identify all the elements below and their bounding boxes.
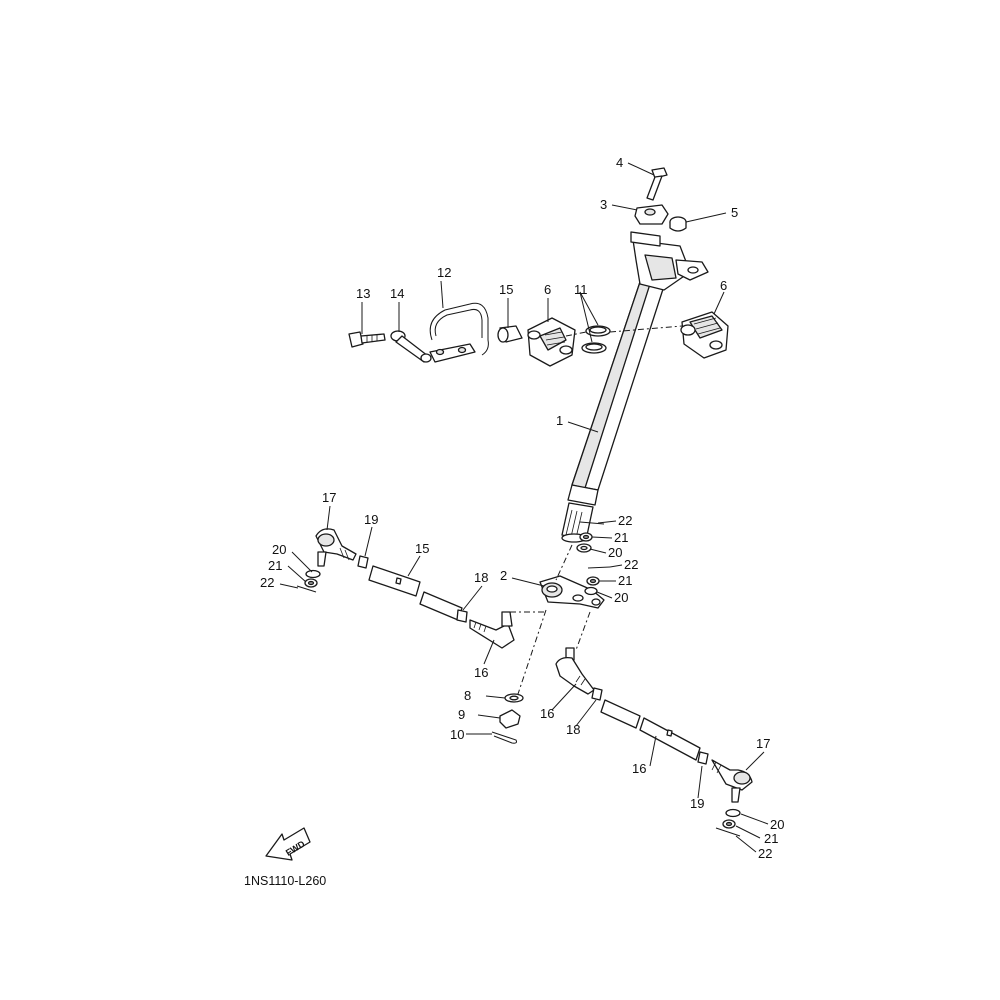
callout-8: 12: [437, 265, 451, 280]
nut-13: [499, 709, 521, 729]
nut-21-right: [722, 819, 736, 829]
leader-lines: [279, 162, 769, 853]
nut-21-mid: [586, 576, 600, 586]
callout-labels: 4 3 5 12 6 11 6 13 14 15 1 22 21 20 22 2…: [260, 155, 784, 861]
callout-17-left: 17: [322, 490, 336, 505]
callout-20-upper: 20: [608, 545, 622, 560]
callout-2: 2: [500, 568, 507, 583]
washer-20-right: [725, 808, 741, 818]
callout-7: 11: [574, 282, 588, 297]
callout-18-left: 18: [474, 570, 488, 585]
callout-21-mid: 21: [618, 573, 632, 588]
bolt-9: [348, 331, 386, 348]
callout-19-left: 19: [364, 512, 378, 527]
fwd-arrow-icon: FWD: [265, 827, 311, 861]
callout-1: 1: [556, 413, 563, 428]
pin-22-left: [296, 585, 317, 593]
cap-5: [669, 216, 687, 232]
nut-19-left: [357, 555, 369, 569]
bushings-7: [581, 325, 611, 354]
nut-19-right: [697, 751, 709, 765]
callout-10: 14: [390, 286, 404, 301]
callout-13: 9: [458, 707, 465, 722]
callout-21-right: 21: [764, 831, 778, 846]
callout-20-left: 20: [272, 542, 286, 557]
washer-20-mid: [584, 586, 598, 596]
washer-20-left: [305, 569, 321, 579]
callout-14: 10: [450, 727, 464, 742]
pin-22-mid: [587, 566, 611, 569]
tie-rod-end-17-left: [315, 528, 357, 567]
callout-16-right: 16: [540, 706, 554, 721]
callout-22-left: 22: [260, 575, 274, 590]
callout-22-right: 22: [758, 846, 772, 861]
callout-6b: 6: [720, 278, 727, 293]
callout-5: 5: [731, 205, 738, 220]
callout-22-upper: 22: [618, 513, 632, 528]
nut-18-left: [456, 609, 468, 623]
bolt-4: [646, 167, 668, 201]
callout-4: 4: [616, 155, 623, 170]
diagram-code: 1NS1110-L260: [244, 874, 326, 888]
tie-rod-15-left: [368, 565, 463, 621]
pin-14: [491, 731, 517, 744]
callout-6a: 6: [544, 282, 551, 297]
callout-21-upper: 21: [614, 530, 628, 545]
washer-12: [504, 693, 524, 703]
callout-16-left: 16: [474, 665, 488, 680]
tie-rod-15-right: [600, 699, 701, 761]
pin-22-upper: [579, 521, 605, 525]
link-10: [390, 330, 432, 363]
callout-12: 8: [464, 688, 471, 703]
nut-21-upper: [579, 532, 593, 542]
washer-20-upper: [576, 543, 592, 553]
clamp-3: [634, 204, 669, 225]
callout-3: 3: [600, 197, 607, 212]
callout-19-right: 19: [690, 796, 704, 811]
callout-9: 13: [356, 286, 370, 301]
holder-6-left: [527, 317, 576, 367]
tie-rod-end-16-left: [469, 611, 515, 649]
callout-21-left: 21: [268, 558, 282, 573]
callout-22-mid: 22: [624, 557, 638, 572]
tie-rod-end-17-right: [711, 759, 753, 803]
callout-11: 15: [499, 282, 513, 297]
callout-18-right: 18: [566, 722, 580, 737]
callout-20-mid: 20: [614, 590, 628, 605]
pin-22-right: [715, 827, 741, 837]
callout-20-right: 20: [770, 817, 784, 832]
tie-rod-end-16-right: [555, 647, 595, 695]
callout-15-right: 16: [632, 761, 646, 776]
collar-11: [497, 325, 523, 343]
callout-15-left: 15: [415, 541, 429, 556]
callout-17-right: 17: [756, 736, 770, 751]
pitman-arm: [539, 575, 605, 609]
nut-18-right: [591, 687, 603, 701]
steering-shaft: [561, 231, 709, 543]
holder-6-right: [680, 311, 729, 359]
clip-8: [429, 302, 489, 363]
nut-21-left: [304, 578, 318, 588]
